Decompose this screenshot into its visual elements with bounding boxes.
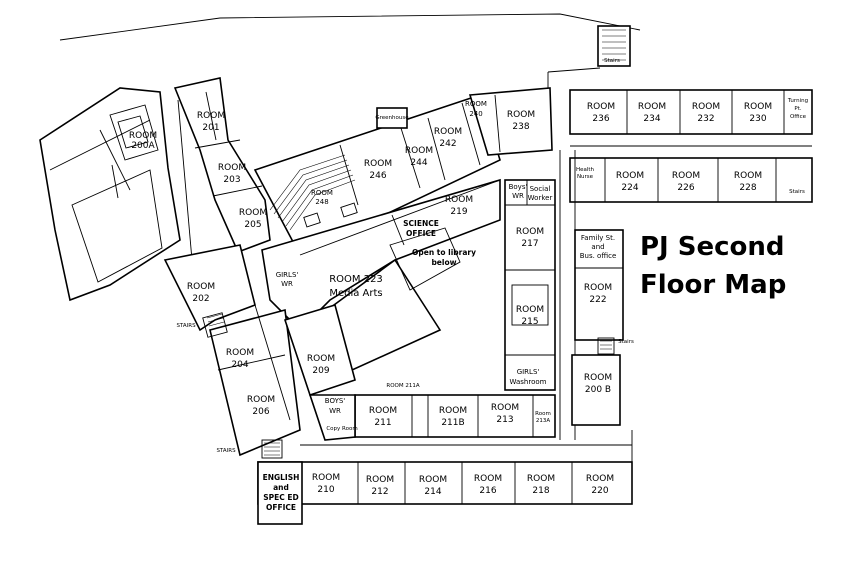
map-title: PJ Second Floor Map (640, 228, 830, 304)
northwest-wing (39, 77, 271, 302)
boys-wr-upper-label: Boys'WR (509, 183, 528, 200)
stairs-top-label: Stairs (604, 58, 620, 64)
stairs-left-upper-label: STAIRS (176, 323, 196, 329)
background-outline (59, 13, 641, 41)
boys-wr-lower-label: BOYS'WR (325, 397, 346, 415)
northeast-wing (468, 25, 813, 203)
greenhouse-label: Greenhouse (375, 115, 409, 121)
stairs-222-label: Stairs (618, 339, 634, 345)
south-central-row (308, 394, 556, 441)
south-wing (257, 430, 633, 525)
copy-room-label: Copy Room (326, 426, 357, 432)
stairs-left-lower-label: STAIRS (216, 448, 236, 454)
stairs-right-label: Stairs (789, 189, 805, 195)
east-column (571, 229, 624, 426)
girls-wr-left-label: GIRLS'WR (276, 271, 299, 288)
girls-washroom-label: GIRLS'Washroom (510, 368, 547, 386)
east-central-column (504, 150, 576, 440)
facility-labels: Greenhouse Stairs Stairs Stairs STAIRS S… (176, 58, 808, 512)
map-title-line1: PJ Second (640, 232, 785, 262)
southwest-wing (163, 244, 356, 459)
room-211a-label: ROOM 211A (386, 383, 419, 389)
map-title-line2: Floor Map (640, 270, 787, 300)
